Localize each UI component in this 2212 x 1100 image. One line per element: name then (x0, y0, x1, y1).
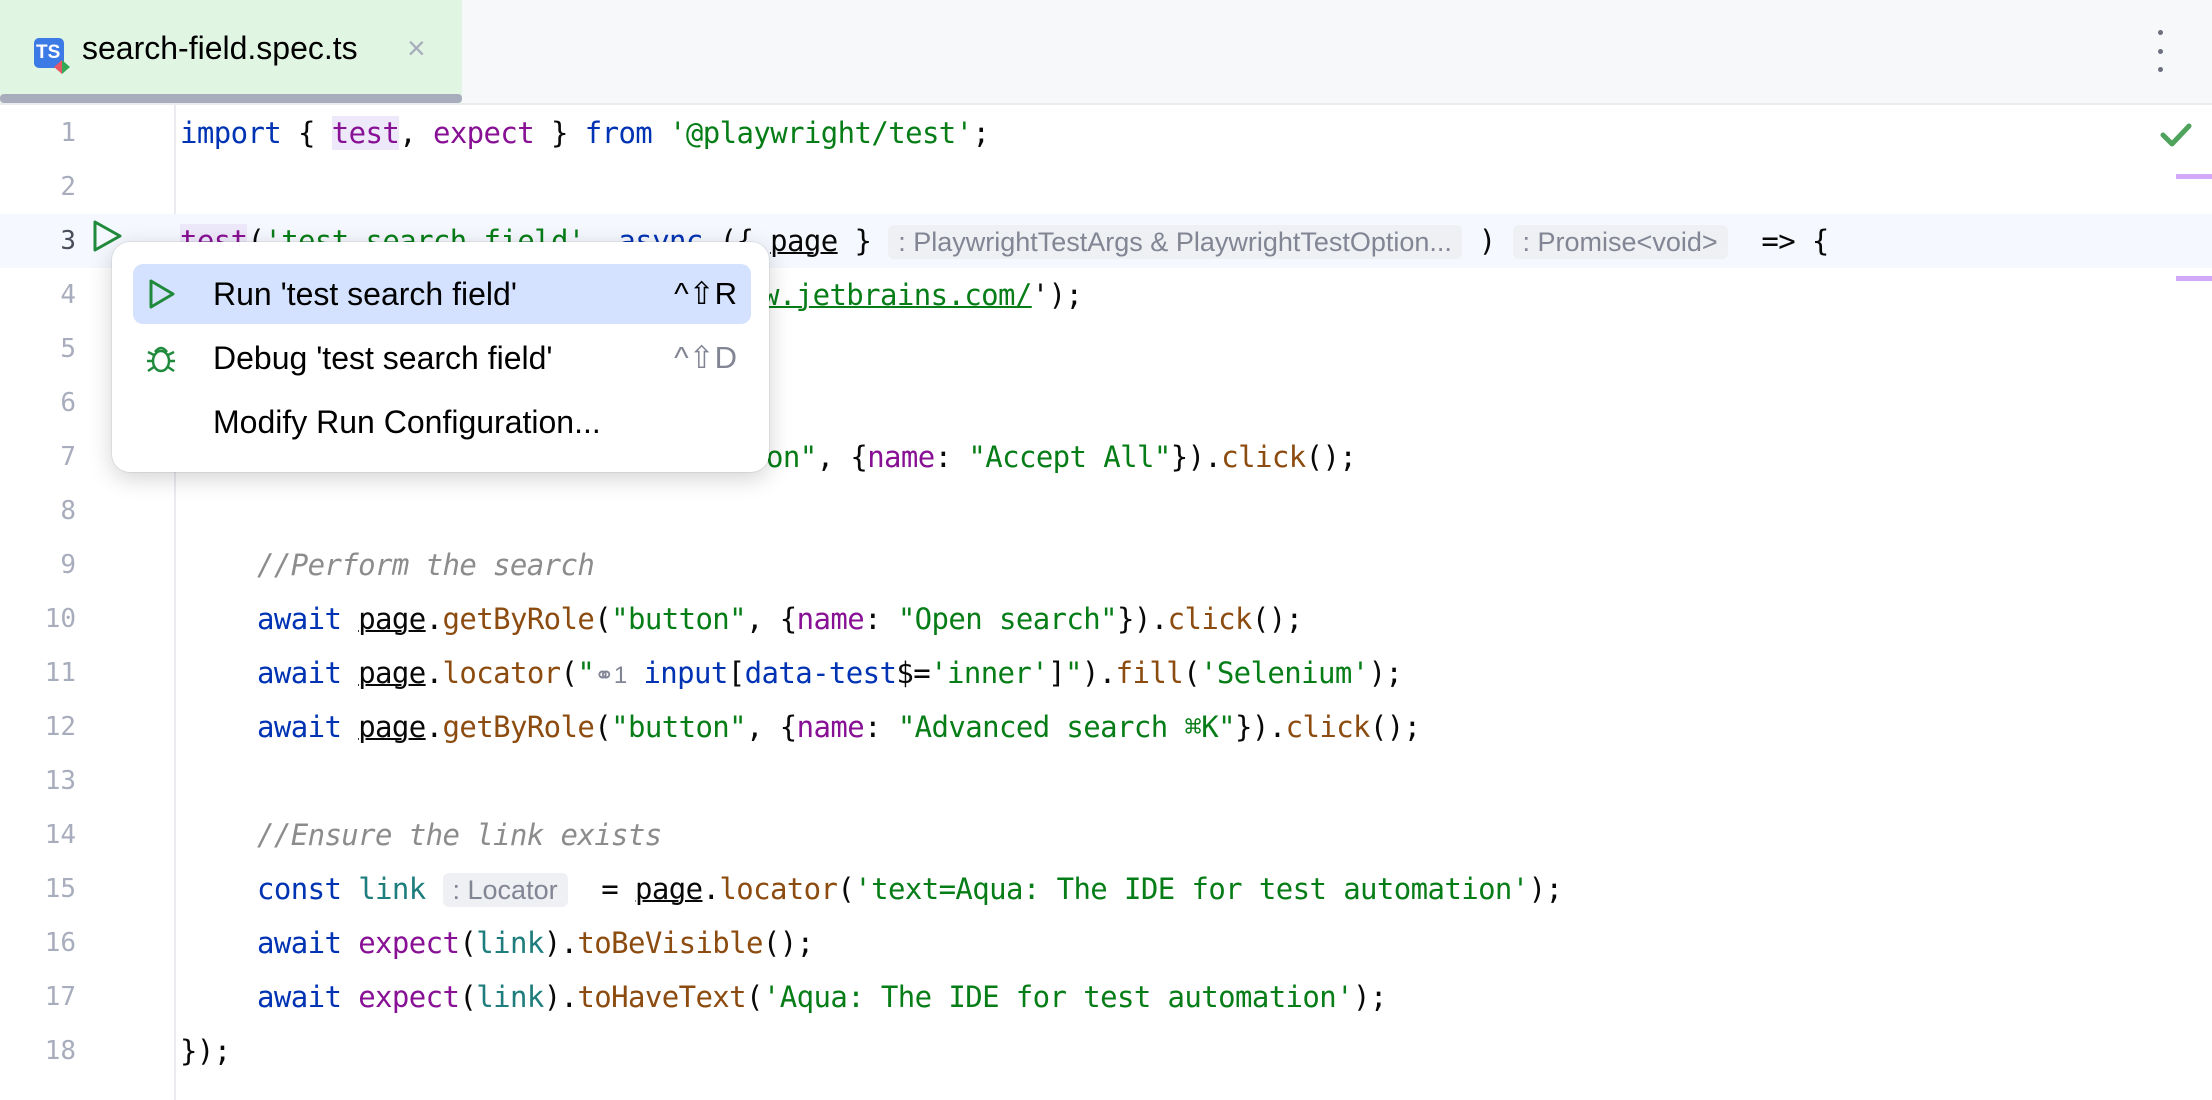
error-stripe-marker[interactable] (2176, 276, 2212, 281)
code-line-18: 18 }); (0, 1024, 2212, 1078)
menu-item-modify-run-configuration[interactable]: Modify Run Configuration... (213, 404, 601, 440)
run-test-gutter-icon[interactable] (90, 219, 124, 253)
code-comment[interactable]: //Ensure the link exists (257, 818, 662, 852)
code-line-2: 2 (0, 160, 2212, 214)
code-line-16: 16 await expect(link).toBeVisible(); (0, 916, 2212, 970)
run-context-popup: Run 'test search field' ^⇧R Debug 'test … (112, 242, 769, 472)
code-line-9: 9 //Perform the search (0, 538, 2212, 592)
code-text[interactable]: await expect(link).toBeVisible(); (257, 926, 814, 960)
line-number: 4 (60, 280, 76, 310)
tab-search-field-spec[interactable]: TS search-field.spec.ts × (0, 0, 462, 103)
line-number: 17 (44, 982, 76, 1012)
line-number: 1 (60, 118, 76, 148)
code-line-17: 17 await expect(link).toHaveText('Aqua: … (0, 970, 2212, 1024)
debug-icon (147, 346, 175, 373)
code-line-4: 4 w.jetbrains.com/'); (0, 268, 2212, 322)
code-line-7: 7 on", {name: "Accept All"}).click(); (0, 430, 2212, 484)
tab-label: search-field.spec.ts (82, 30, 358, 66)
locator-web-icon[interactable]: ⚭1 (594, 662, 627, 689)
code-line-5: 5 (0, 322, 2212, 376)
typescript-test-icon: TS (34, 38, 70, 74)
return-type-hint: : Promise<void> (1512, 225, 1728, 259)
shortcut: ^⇧R (674, 276, 737, 311)
code-text[interactable]: on", {name: "Accept All"}).click(); (766, 440, 1357, 474)
line-number: 2 (60, 172, 76, 202)
code-comment[interactable]: //Perform the search (257, 548, 595, 582)
code-text[interactable]: import { test, expect } from '@playwrigh… (180, 116, 990, 150)
gutter-separator (174, 105, 176, 1100)
code-line-13: 13 (0, 754, 2212, 808)
code-line-8: 8 (0, 484, 2212, 538)
run-icon (149, 279, 175, 309)
code-text[interactable]: await page.getByRole("button", {name: "O… (257, 602, 1303, 636)
line-number: 13 (44, 766, 76, 796)
code-line-14: 14 //Ensure the link exists (0, 808, 2212, 862)
code-text[interactable]: w.jetbrains.com/'); (762, 278, 1083, 312)
editor-tab-bar: TS search-field.spec.ts × (0, 0, 2212, 105)
code-text[interactable]: }); (180, 1034, 231, 1068)
code-text[interactable]: await expect(link).toHaveText('Aqua: The… (257, 980, 1387, 1014)
line-number: 9 (60, 550, 76, 580)
check-icon[interactable] (2160, 122, 2192, 148)
line-number: 18 (44, 1036, 76, 1066)
line-number: 10 (44, 604, 76, 634)
close-icon[interactable]: × (407, 30, 426, 66)
line-number: 15 (44, 874, 76, 904)
code-line-1: 1 import { test, expect } from '@playwri… (0, 106, 2212, 160)
code-line-10: 10 await page.getByRole("button", {name:… (0, 592, 2212, 646)
menu-item-run[interactable]: Run 'test search field' ^⇧R (133, 264, 751, 324)
line-number: 16 (44, 928, 76, 958)
code-line-15: 15 const link : Locator = page.locator('… (0, 862, 2212, 916)
kebab-menu-icon[interactable] (2155, 30, 2165, 72)
code-line-3: 3 test('test search field', async ({ pag… (0, 214, 2212, 268)
code-text[interactable]: const link : Locator = page.locator('tex… (257, 872, 1563, 907)
code-text[interactable]: await page.locator("⚭1 input[data-test$=… (257, 656, 1403, 690)
line-number: 6 (60, 388, 76, 418)
code-text[interactable]: await page.getByRole("button", {name: "A… (257, 710, 1421, 744)
code-line-6: 6 (0, 376, 2212, 430)
line-number: 8 (60, 496, 76, 526)
line-number: 12 (44, 712, 76, 742)
shortcut: ^⇧D (674, 340, 737, 375)
line-number: 11 (44, 658, 76, 688)
active-tab-indicator (0, 94, 462, 103)
type-hint: : Locator (442, 873, 568, 907)
code-line-12: 12 await page.getByRole("button", {name:… (0, 700, 2212, 754)
code-line-11: 11 await page.locator("⚭1 input[data-tes… (0, 646, 2212, 700)
line-number: 14 (44, 820, 76, 850)
line-number: 7 (60, 442, 76, 472)
line-number: 3 (60, 226, 76, 256)
menu-item-debug[interactable]: Debug 'test search field' ^⇧D (133, 328, 751, 388)
error-stripe-marker[interactable] (2176, 174, 2212, 179)
type-hint: : PlaywrightTestArgs & PlaywrightTestOpt… (888, 225, 1462, 259)
line-number: 5 (60, 334, 76, 364)
